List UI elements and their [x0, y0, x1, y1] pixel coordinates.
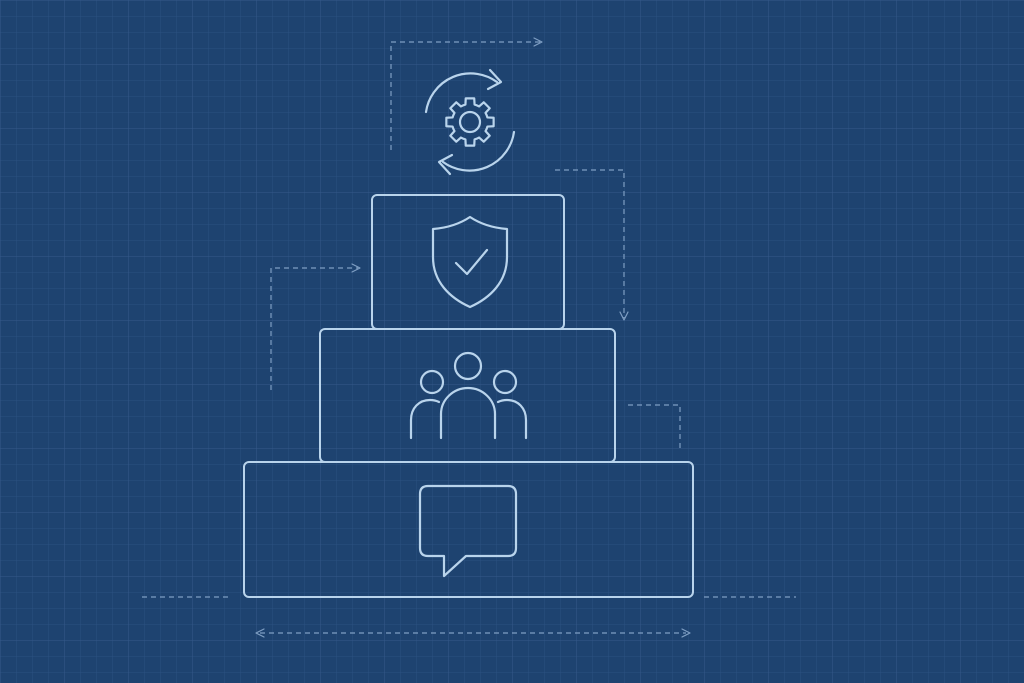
guide-width-arrowhead-right [681, 628, 691, 638]
chat-bubble-outline [418, 484, 518, 578]
cycle-arrowhead-bottom [437, 153, 454, 176]
person-right-head [492, 369, 518, 395]
gear-hub [458, 110, 482, 134]
team-icon [409, 351, 528, 440]
cycle-arc-top [424, 72, 499, 114]
guide-lines [142, 37, 796, 638]
guide-top-arrowhead [533, 37, 543, 47]
shield-icon [431, 215, 509, 309]
person-center-head [453, 351, 483, 381]
chat-bubble-icon [418, 484, 518, 578]
settings-cycle-icon [424, 68, 516, 176]
guide-width-arrowhead-left [255, 628, 265, 638]
tier-upper [371, 194, 565, 330]
guide-left-arrowhead [351, 263, 361, 273]
person-left-head [419, 369, 445, 395]
person-left-body [409, 398, 441, 440]
guide-right-bracket [628, 404, 681, 452]
guide-right-arrowhead [619, 311, 629, 321]
tier-stack [243, 194, 694, 598]
gear-icon [445, 97, 495, 147]
guide-right-arrow [555, 169, 625, 318]
cycle-arc-bottom [441, 130, 516, 172]
shield-check-icon [431, 215, 509, 309]
cycle-arrowhead-top [486, 68, 503, 91]
check-icon [454, 248, 489, 276]
person-right-body [496, 398, 528, 440]
person-center-body [439, 386, 497, 440]
guide-left-arrow [270, 267, 358, 390]
guide-top-arrow [390, 41, 540, 150]
